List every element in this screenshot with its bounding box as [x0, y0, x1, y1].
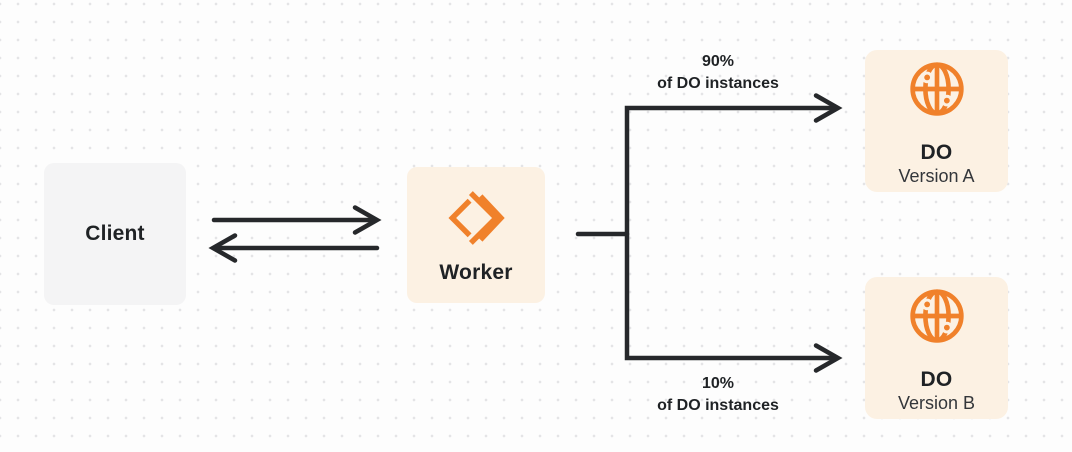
durable-object-globe-icon — [908, 287, 966, 345]
do-version-a-node: DO Version A — [865, 50, 1008, 192]
split-branch-lines — [624, 93, 843, 373]
worker-node: Worker — [407, 167, 545, 303]
durable-object-globe-icon — [908, 60, 966, 118]
bottom-branch-label: 10% of DO instances — [617, 373, 819, 417]
bottom-branch-percent: 10% — [701, 375, 735, 392]
client-to-worker-arrow — [211, 205, 382, 235]
top-branch-percent: 90% — [701, 53, 735, 70]
worker-label: Worker — [439, 260, 513, 284]
bottom-branch-caption: of DO instances — [657, 397, 779, 414]
bottom-branch-arrowhead — [813, 343, 843, 373]
do-version-b-node: DO Version B — [865, 277, 1008, 419]
client-node: Client — [44, 163, 186, 305]
top-branch-arrowhead — [813, 93, 843, 123]
do-version-a-title: DO — [920, 141, 953, 164]
client-label: Client — [85, 222, 145, 245]
do-version-b-subtitle: Version B — [897, 393, 976, 413]
do-version-a-subtitle: Version A — [898, 166, 975, 186]
top-branch-label: 90% of DO instances — [617, 51, 819, 95]
top-branch-caption: of DO instances — [657, 75, 779, 92]
cloudflare-workers-icon — [444, 188, 508, 248]
do-version-b-title: DO — [920, 368, 953, 391]
worker-to-client-arrow — [208, 233, 380, 263]
